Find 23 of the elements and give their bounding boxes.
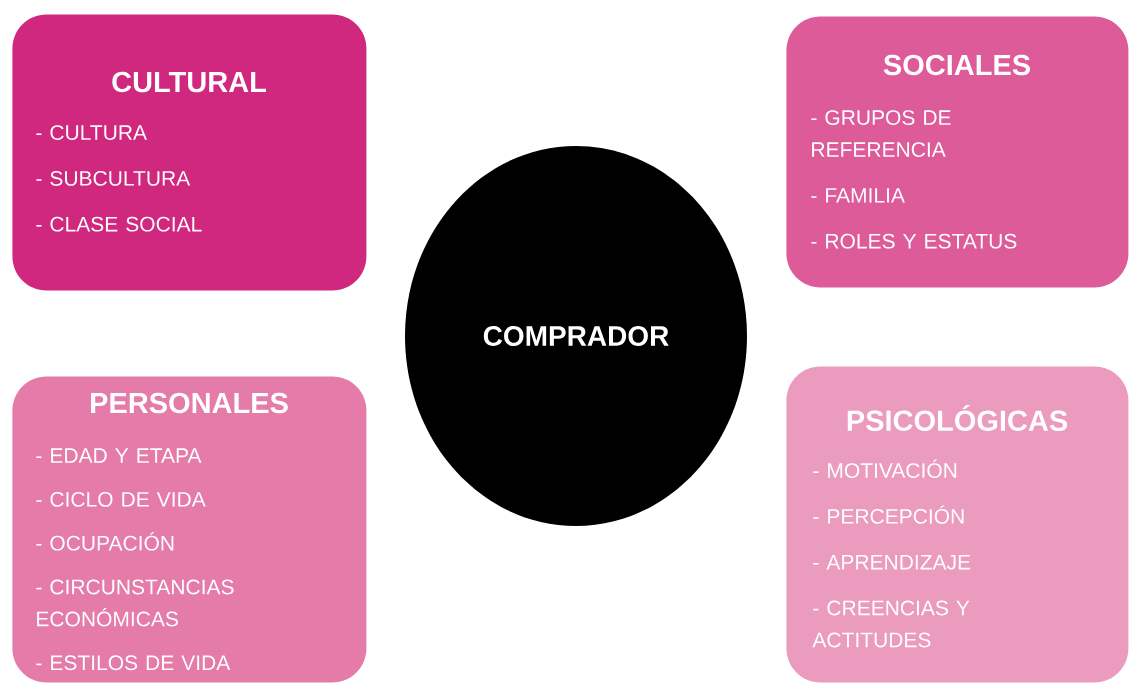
factor-box: [786, 16, 1129, 288]
list-item: - MOTIVACIÓN: [813, 459, 957, 478]
list-item: - GRUPOS DE REFERENCIA: [811, 110, 951, 157]
list-item: - APRENDIZAJE: [813, 554, 971, 570]
list-item: - CIRCUNSTANCIAS ECONÓMICAS: [36, 579, 234, 627]
list-item: - ESTILOS DE VIDA: [36, 655, 231, 671]
heading: PERSONALES: [91, 392, 288, 414]
list-item: - FAMILIA: [811, 188, 905, 203]
heading: PSICOLÓGICAS: [847, 405, 1068, 431]
factor-box: [12, 14, 367, 291]
list-item: - OCUPACIÓN: [36, 532, 174, 551]
list-item: - CICLO DE VIDA: [36, 491, 206, 507]
list-item: - SUBCULTURA: [36, 170, 191, 186]
list-item: - CLASE SOCIAL: [36, 216, 202, 232]
heading: SOCIALES: [883, 54, 1030, 76]
heading: CULTURAL: [112, 71, 266, 93]
list-item: - CULTURA: [36, 125, 147, 140]
list-item: - PERCEPCIÓN: [813, 505, 964, 524]
factor-box: [12, 376, 367, 683]
list-item: - ROLES Y ESTATUS: [811, 233, 1017, 249]
factor-box: [786, 366, 1129, 683]
list-item: - CREENCIAS Y ACTITUDES: [812, 600, 970, 648]
list-item: - EDAD Y ETAPA: [36, 448, 202, 463]
